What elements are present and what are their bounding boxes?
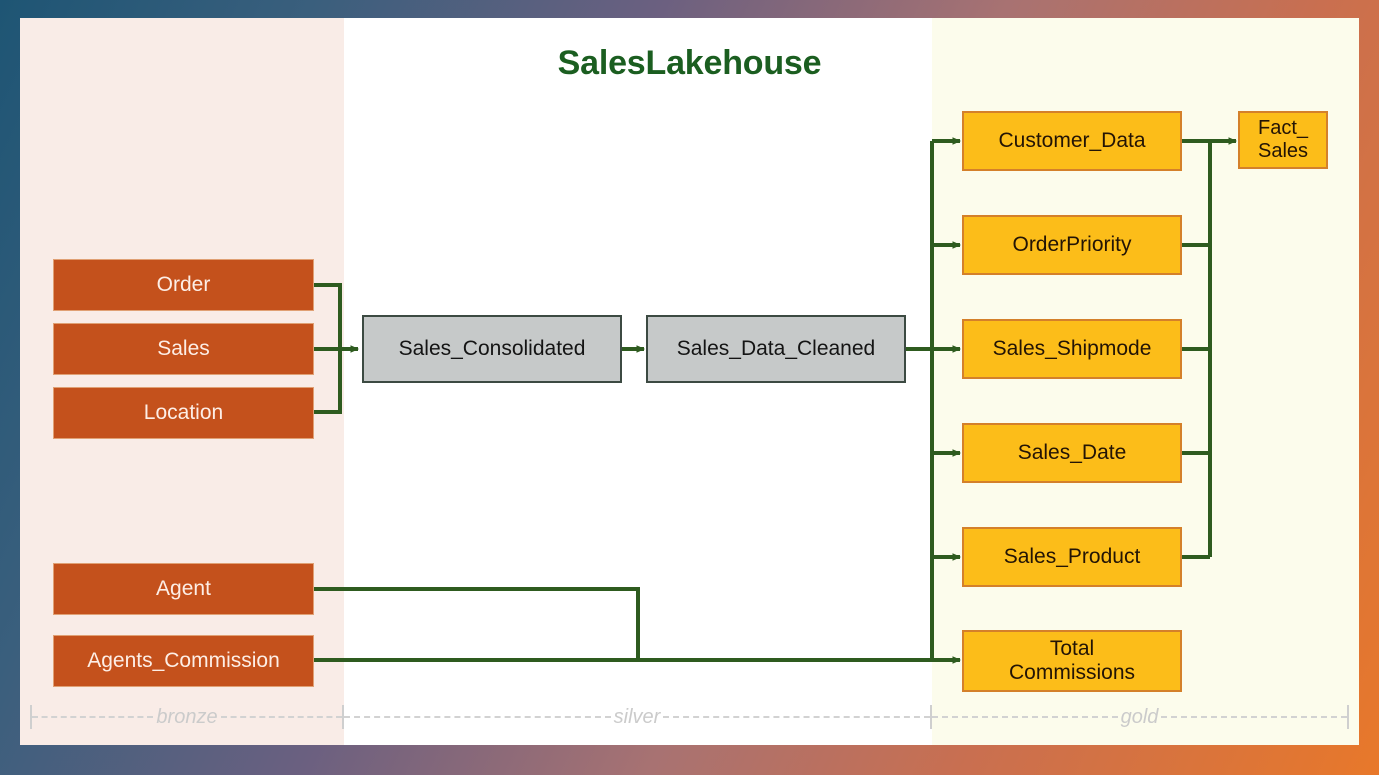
node-label: Sales_Consolidated bbox=[398, 336, 586, 360]
ruler-tick-icon bbox=[30, 705, 32, 729]
lane-bronze bbox=[20, 18, 344, 745]
ruler-label-gold: gold bbox=[1120, 705, 1159, 728]
node-label: Fact_ Sales bbox=[1257, 117, 1309, 162]
node-sales-date[interactable]: Sales_Date bbox=[962, 423, 1182, 483]
node-label: Sales_Date bbox=[1017, 440, 1127, 464]
ruler-dash bbox=[344, 716, 611, 718]
ruler-dash bbox=[663, 716, 931, 718]
ruler-label-bronze: bronze bbox=[156, 705, 218, 728]
ruler-dash bbox=[32, 716, 154, 718]
node-label: Agent bbox=[156, 576, 211, 600]
node-order[interactable]: Order bbox=[53, 259, 314, 311]
node-sales-consolidated[interactable]: Sales_Consolidated bbox=[362, 315, 622, 383]
node-label: Agents_Commission bbox=[87, 648, 280, 672]
medallion-ruler: bronze silver gold bbox=[20, 703, 1359, 731]
node-label: Sales bbox=[157, 336, 210, 360]
node-order-priority[interactable]: OrderPriority bbox=[962, 215, 1182, 275]
node-label: Total Commissions bbox=[1008, 636, 1136, 684]
node-agents-commission[interactable]: Agents_Commission bbox=[53, 635, 314, 687]
node-label: Sales_Product bbox=[1003, 544, 1141, 568]
node-label: Sales_Data_Cleaned bbox=[676, 336, 876, 360]
node-sales-product[interactable]: Sales_Product bbox=[962, 527, 1182, 587]
ruler-segment-gold: gold bbox=[932, 703, 1349, 731]
node-sales-data-cleaned[interactable]: Sales_Data_Cleaned bbox=[646, 315, 906, 383]
node-label: Location bbox=[143, 400, 224, 424]
page-title: SalesLakehouse bbox=[557, 44, 822, 82]
node-label: Sales_Shipmode bbox=[992, 336, 1152, 360]
ruler-tick-icon bbox=[930, 705, 933, 729]
ruler-dash bbox=[932, 716, 1118, 718]
ruler-tick-icon bbox=[342, 705, 344, 729]
ruler-segment-silver: silver bbox=[344, 703, 933, 731]
node-label: OrderPriority bbox=[1012, 232, 1132, 256]
node-total-commissions[interactable]: Total Commissions bbox=[962, 630, 1182, 692]
ruler-label-silver: silver bbox=[613, 705, 661, 728]
node-label: Customer_Data bbox=[998, 128, 1146, 152]
diagram-card: SalesLakehouse bbox=[20, 18, 1359, 745]
node-fact-sales[interactable]: Fact_ Sales bbox=[1238, 111, 1328, 169]
node-customer-data[interactable]: Customer_Data bbox=[962, 111, 1182, 171]
node-agent[interactable]: Agent bbox=[53, 563, 314, 615]
node-location[interactable]: Location bbox=[53, 387, 314, 439]
ruler-segment-bronze: bronze bbox=[30, 703, 344, 731]
node-label: Order bbox=[156, 272, 211, 296]
node-sales[interactable]: Sales bbox=[53, 323, 314, 375]
ruler-dash bbox=[220, 716, 342, 718]
ruler-dash bbox=[1161, 716, 1347, 718]
node-sales-shipmode[interactable]: Sales_Shipmode bbox=[962, 319, 1182, 379]
ruler-tick-icon bbox=[1347, 705, 1349, 729]
